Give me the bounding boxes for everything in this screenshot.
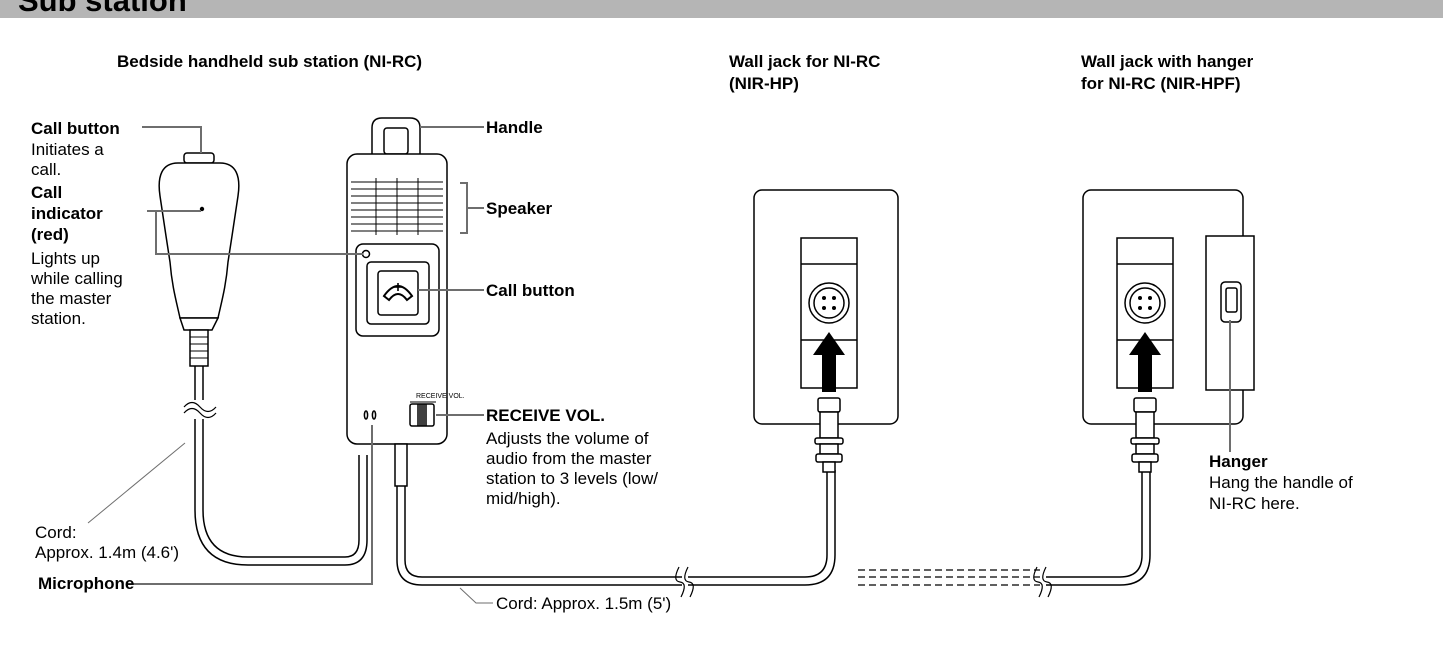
wall-jack-nir-hp [753, 189, 899, 473]
hanger-desc-1: Hang the handle of [1209, 473, 1353, 492]
wall-jack-nir-hpf [1082, 189, 1255, 473]
sub-station-body: RECEIVE VOL. [346, 117, 465, 487]
heading-wall-jack-hanger-line2: for NI-RC (NIR-HPF) [1081, 74, 1241, 93]
call-button-left-title: Call button [31, 119, 120, 138]
call-button-right-label: Call button [486, 281, 575, 300]
bottom-cord [396, 470, 1151, 598]
call-button-left-desc-2: call. [31, 160, 62, 179]
receive-vol-desc-3: station to 3 levels (low/ [486, 469, 658, 488]
call-indicator-desc-4: station. [31, 309, 86, 328]
cord-left-line1: Cord: [35, 523, 77, 542]
receive-vol-title: RECEIVE VOL. [486, 406, 606, 425]
section-title: Sub station [18, 0, 187, 18]
call-button-left-desc-1: Initiates a [31, 140, 104, 159]
call-indicator-desc-2: while calling [31, 269, 123, 288]
cord-bottom-label: Cord: Approx. 1.5m (5') [496, 594, 672, 613]
hanger-title: Hanger [1209, 452, 1268, 471]
speaker-label: Speaker [486, 199, 553, 218]
heading-wall-jack-hanger-line1: Wall jack with hanger [1081, 52, 1254, 71]
call-indicator-desc-3: the master [31, 289, 112, 308]
receive-vol-desc-2: audio from the master [486, 449, 652, 468]
heading-wall-jack-line1: Wall jack for NI-RC [729, 52, 881, 71]
handheld-call-switch [158, 152, 368, 566]
call-indicator-title-1: Call [31, 183, 63, 202]
call-indicator-title-3: (red) [31, 225, 69, 244]
microphone-label: Microphone [38, 574, 135, 593]
receive-vol-desc-4: mid/high). [486, 489, 561, 508]
receive-vol-desc-1: Adjusts the volume of [486, 429, 649, 448]
handle-label: Handle [486, 118, 543, 137]
section-header: Sub station [0, 0, 1443, 18]
hanger-desc-2: NI-RC here. [1209, 494, 1300, 513]
cord-left-line2: Approx. 1.4m (4.6') [35, 543, 180, 562]
call-indicator-desc-1: Lights up [31, 249, 100, 268]
device-volume-label: RECEIVE VOL. [416, 393, 465, 400]
heading-handheld: Bedside handheld sub station (NI-RC) [117, 52, 423, 71]
heading-wall-jack-line2: (NIR-HP) [729, 74, 799, 93]
call-indicator-title-2: indicator [31, 204, 103, 223]
